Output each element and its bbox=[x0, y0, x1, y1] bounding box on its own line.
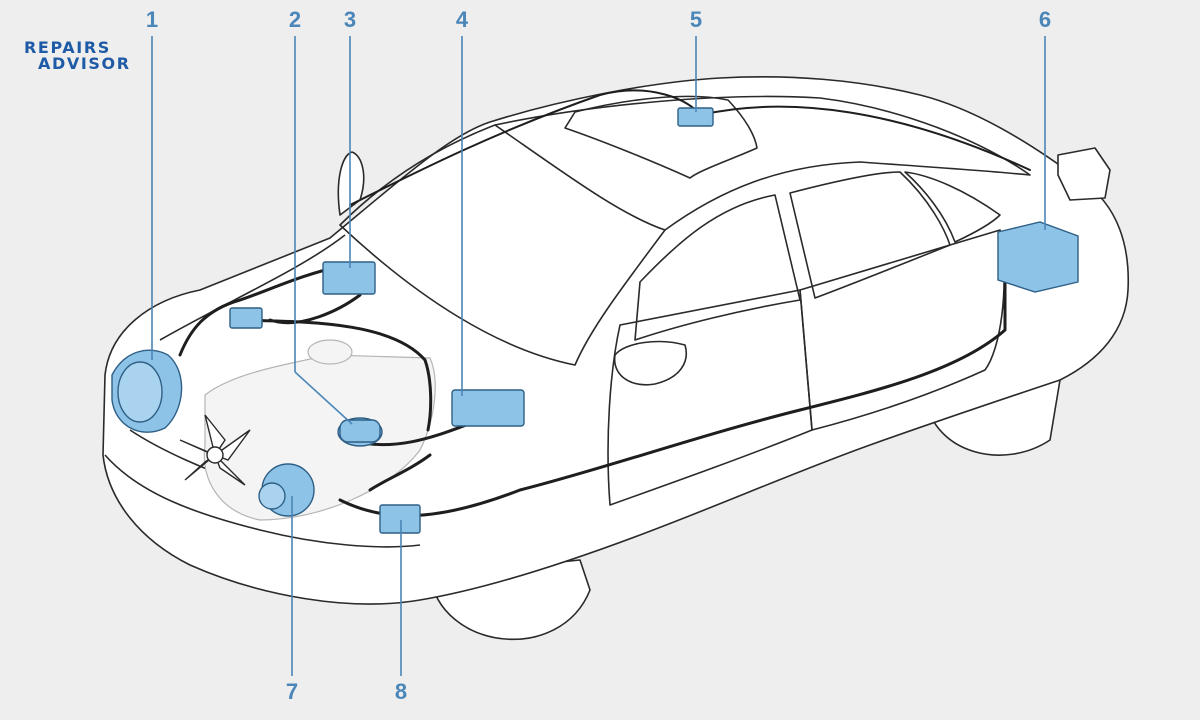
callout-label-7: 7 bbox=[285, 679, 299, 704]
battery-component bbox=[997, 221, 1079, 293]
callout-label-1: 1 bbox=[145, 7, 159, 32]
cooling-fan bbox=[179, 414, 251, 486]
rear-side-window bbox=[789, 171, 951, 299]
callout-label-3: 3 bbox=[343, 7, 357, 32]
alternator-component bbox=[258, 463, 315, 517]
front-door bbox=[607, 289, 813, 506]
coolant-reservoir bbox=[307, 339, 353, 365]
headlamp-lens bbox=[117, 361, 163, 423]
hood-line bbox=[159, 234, 346, 341]
dashboard-module-component bbox=[451, 389, 525, 427]
front-bumper bbox=[104, 454, 421, 548]
callout-label-8: 8 bbox=[394, 679, 408, 704]
logo-line-2: ADVISOR bbox=[38, 54, 131, 73]
antenna bbox=[337, 151, 365, 216]
starter-motor-component bbox=[337, 417, 383, 447]
callout-label-2: 2 bbox=[288, 7, 302, 32]
engine-block bbox=[203, 354, 436, 521]
windshield bbox=[339, 124, 666, 366]
callout-label-6: 6 bbox=[1038, 7, 1052, 32]
side-mirror bbox=[613, 340, 687, 386]
callout-label-5: 5 bbox=[689, 7, 703, 32]
car-body bbox=[102, 75, 1130, 605]
leader-line-2b bbox=[294, 371, 353, 425]
logo-line-1: REPAIRS bbox=[24, 38, 111, 57]
roof-wiring bbox=[349, 89, 1031, 206]
tail-lamp bbox=[1057, 147, 1111, 201]
front-side-window bbox=[634, 194, 801, 341]
repairs-advisor-logo: REPAIRS ADVISOR bbox=[24, 40, 131, 72]
wiring-harness-main bbox=[178, 263, 1007, 518]
c-pillar-window bbox=[904, 171, 1001, 243]
callout-label-4: 4 bbox=[455, 7, 469, 32]
relay-box-component bbox=[379, 504, 421, 534]
hood-junction-component bbox=[229, 307, 263, 329]
control-module-component bbox=[322, 261, 376, 295]
